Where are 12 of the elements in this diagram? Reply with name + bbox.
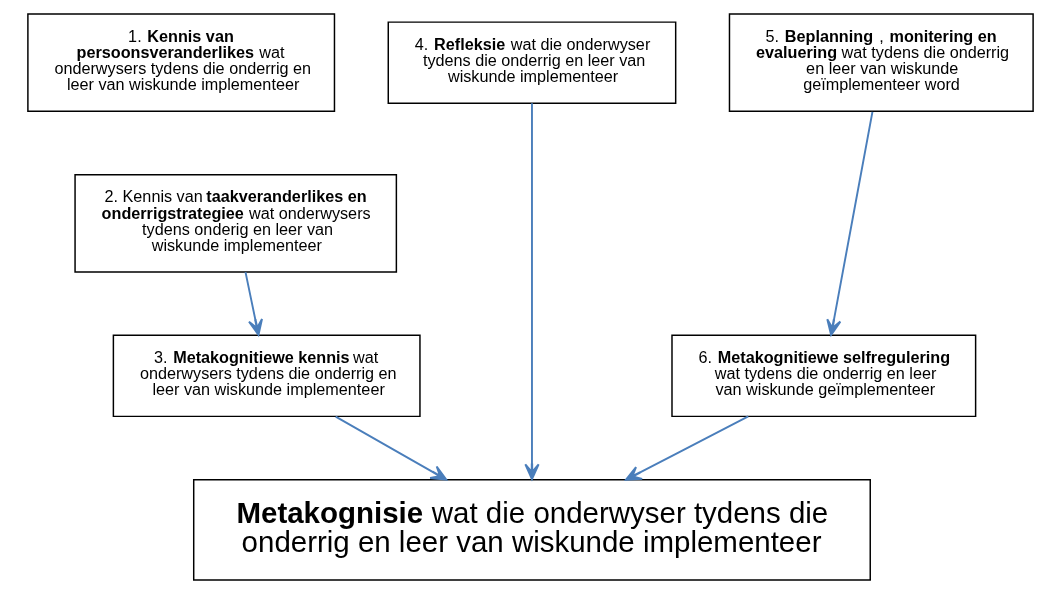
node-box: 1. Kennis van persoonsveranderlikes wat onderwysers tydens die onderrig en leer van wiskunde implementeer (27, 13, 336, 113)
node-box: 6. Metakognitiewe selfregulering wat tydens die onderrig en leer van wiskunde geïmplementeer (671, 334, 977, 418)
arrow (334, 415, 448, 481)
node-box: 4. Refleksie wat die onderwyser tydens die onderrig en leer van wiskunde implementeer (387, 21, 677, 104)
arrow (244, 271, 263, 336)
node-box: 2. Kennis van taakveranderlikes en onderrigstrategiee wat onderwysers tydens onderig en leer van wiskunde implementeer (74, 173, 398, 273)
arrow (826, 110, 874, 336)
node-box: Metakognisie wat die onderwyser tydens die onderrig en leer van wiskunde implementeer (192, 479, 871, 581)
node-box: 5. Beplanning, monitering en evaluering wat tydens die onderrig en leer van wiskunde geïmplementeer word (728, 13, 1034, 113)
node-box: 3. Metakognitiewe kennis wat onderwysers tydens die onderrig en leer van wiskunde implementeer (112, 334, 421, 418)
arrow (625, 415, 750, 481)
arrow (524, 102, 540, 481)
